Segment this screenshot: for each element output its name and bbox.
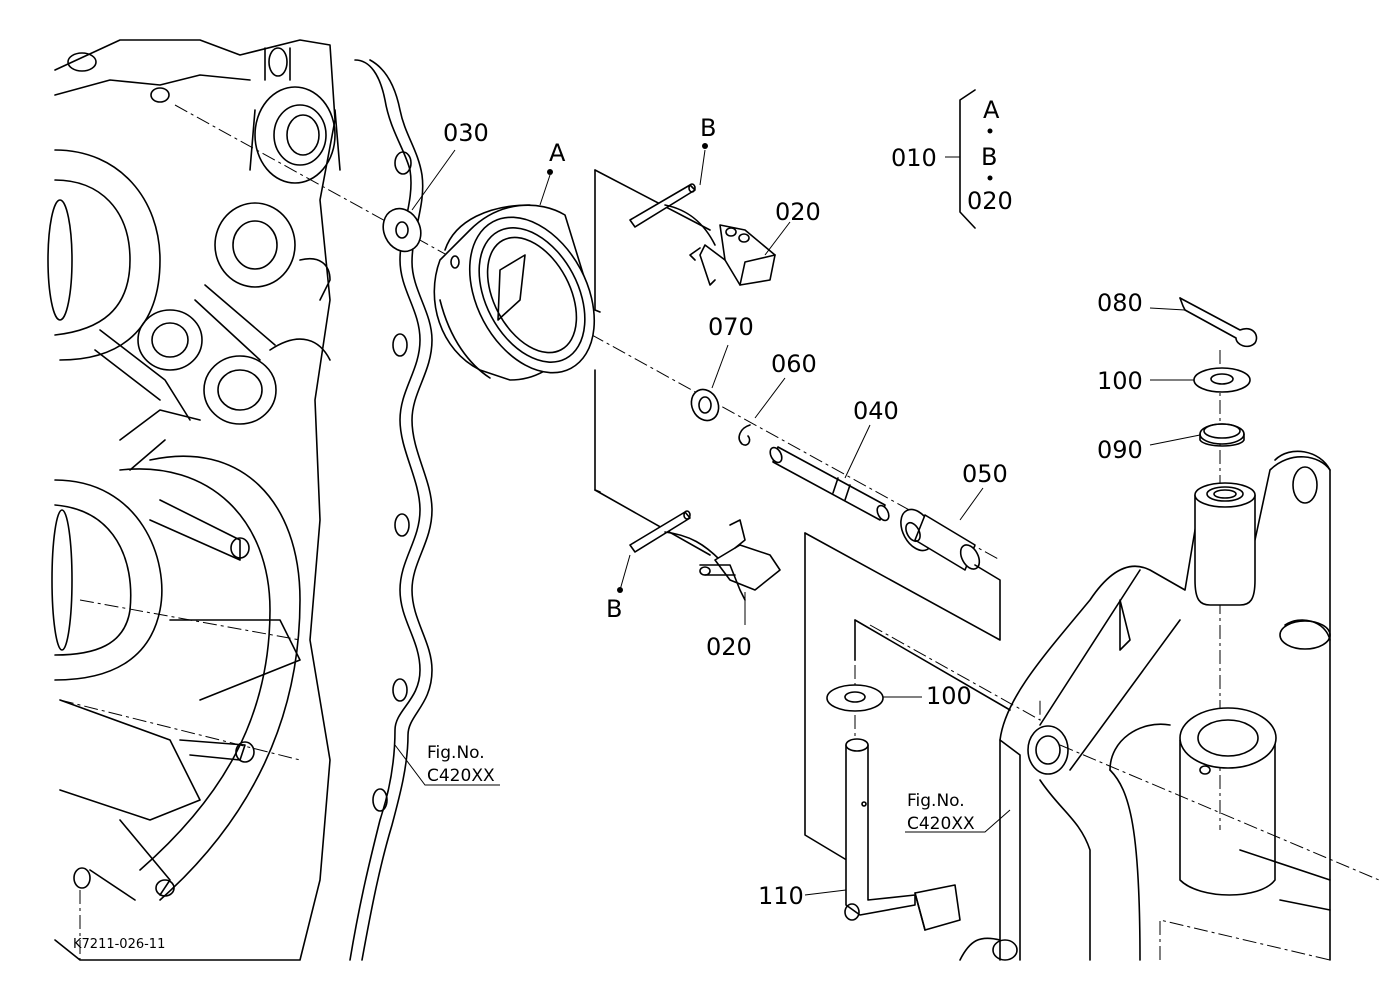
- housing-axis-right: [1059, 744, 1379, 881]
- fig-ref-left-leader: [394, 744, 500, 786]
- part-090-oil-seal: [1149, 423, 1245, 447]
- lower-shaft-axis: [869, 624, 1041, 721]
- part-100-washer-right: [1150, 367, 1251, 393]
- callout-050: 050: [962, 460, 1008, 488]
- callout-100-lower: 100: [926, 682, 972, 710]
- transmission-housing-right: [959, 450, 1331, 961]
- assembly-010-bracket: [945, 89, 993, 229]
- callout-020-bottom: 020: [706, 633, 752, 661]
- callout-070: 070: [708, 313, 754, 341]
- drawing-code: K7211-026-11: [73, 937, 165, 952]
- bracket-item-B: B: [981, 143, 997, 171]
- callout-030: 030: [443, 119, 489, 147]
- part-020-clip-top: [594, 149, 791, 313]
- transmission-housing-left: [47, 39, 341, 961]
- part-100-washer-lower: [826, 684, 922, 712]
- callout-060: 060: [771, 350, 817, 378]
- fig-ref-right-line1: Fig.No.: [907, 791, 965, 811]
- callout-ref-B-bottom: B: [606, 595, 622, 623]
- callout-010: 010: [891, 144, 937, 172]
- ref-dot-B-top: [702, 143, 708, 149]
- fig-ref-left-line2: C420XX: [427, 766, 495, 786]
- main-shaft-axis: [174, 104, 1001, 561]
- part-030-washer: [382, 149, 456, 253]
- part-040-shaft: [769, 424, 890, 522]
- callout-090: 090: [1097, 436, 1143, 464]
- callout-020-top: 020: [775, 198, 821, 226]
- part-060-snap-ring: [738, 377, 786, 446]
- fig-ref-right-line2: C420XX: [907, 814, 975, 834]
- part-A-release-bearing: [433, 174, 596, 381]
- part-020-clip-bottom: [594, 369, 781, 625]
- fig-ref-left-line1: Fig.No.: [427, 743, 485, 763]
- housing-gasket-flange: [349, 59, 433, 961]
- part-070-washer: [690, 344, 729, 422]
- ref-dot-A: [547, 169, 553, 175]
- callout-100-right: 100: [1097, 367, 1143, 395]
- part-050-bushing: [804, 487, 1011, 866]
- bracket-item-020: 020: [967, 187, 1013, 215]
- callout-110: 110: [758, 882, 804, 910]
- callout-080: 080: [1097, 289, 1143, 317]
- fig-ref-right-leader: [905, 809, 1011, 833]
- bracket-item-A: A: [983, 96, 1000, 124]
- part-080-cotter-pin: [1149, 297, 1258, 348]
- callout-ref-B-top: B: [700, 114, 716, 142]
- callout-ref-A: A: [549, 139, 566, 167]
- callout-040: 040: [853, 397, 899, 425]
- part-110-lever-pin: [804, 738, 961, 931]
- ref-dot-B-bottom: [617, 587, 623, 593]
